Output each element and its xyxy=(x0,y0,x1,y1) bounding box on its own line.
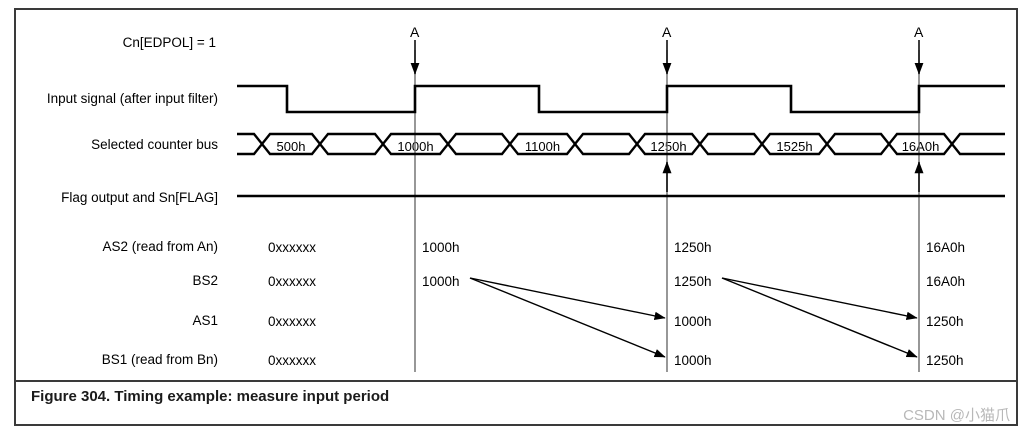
row-label-counter-bus: Selected counter bus xyxy=(91,137,218,152)
row-label-as2: AS2 (read from An) xyxy=(102,239,218,254)
cell-bs1-m3: 1250h xyxy=(926,353,964,368)
cell-as1-m2: 1000h xyxy=(674,314,712,329)
edge-marker-label-1: A xyxy=(410,24,420,40)
cell-bs2-m1: 1000h xyxy=(422,274,460,289)
cell-bs2-m2: 1250h xyxy=(674,274,712,289)
cell-as2-m1: 1000h xyxy=(422,240,460,255)
edge-marker-label-3: A xyxy=(914,24,924,40)
transfer-arrow-bs2-to-bs1-2 xyxy=(721,277,918,358)
figure-frame xyxy=(14,8,1018,426)
cell-bs1-m2: 1000h xyxy=(674,353,712,368)
cell-as1-initial: 0xxxxxx xyxy=(268,314,317,329)
caption-separator xyxy=(16,380,1016,382)
row-label-bs2: BS2 xyxy=(192,273,218,288)
bus-value-1100h: 1100h xyxy=(524,139,561,154)
cell-bs2-m3: 16A0h xyxy=(926,274,966,289)
bus-value-500h: 500h xyxy=(276,139,306,154)
watermark: CSDN @小猫爪 xyxy=(903,407,1010,424)
transfer-arrow-bs2-to-as1-2 xyxy=(721,277,918,321)
transfer-arrow-bs2-to-bs1-1 xyxy=(469,277,666,358)
cell-as1-m3: 1250h xyxy=(926,314,964,329)
cell-as2-m2: 1250h xyxy=(674,240,712,255)
figure-caption: Figure 304. Timing example: measure inpu… xyxy=(31,388,390,405)
cell-bs2-initial: 0xxxxxx xyxy=(268,274,317,289)
cell-bs1-initial: 0xxxxxx xyxy=(268,353,317,368)
row-label-as1: AS1 xyxy=(192,313,218,328)
waveform-counter-bus xyxy=(237,132,1005,156)
edge-marker-label-2: A xyxy=(662,24,672,40)
bus-value-16A0h: 16A0h xyxy=(901,139,940,154)
bus-value-1250h: 1250h xyxy=(650,139,687,154)
bus-value-1525h: 1525h xyxy=(776,139,813,154)
row-label-flag-output: Flag output and Sn[FLAG] xyxy=(61,190,218,205)
transfer-arrow-bs2-to-as1-1 xyxy=(469,277,666,321)
cell-as2-m3: 16A0h xyxy=(926,240,966,255)
condition-label: Cn[EDPOL] = 1 xyxy=(122,35,216,50)
row-label-bs1: BS1 (read from Bn) xyxy=(101,352,218,367)
waveform-input-signal xyxy=(237,84,1005,114)
cell-as2-initial: 0xxxxxx xyxy=(268,240,317,255)
row-label-input-signal: Input signal (after input filter) xyxy=(46,91,218,106)
